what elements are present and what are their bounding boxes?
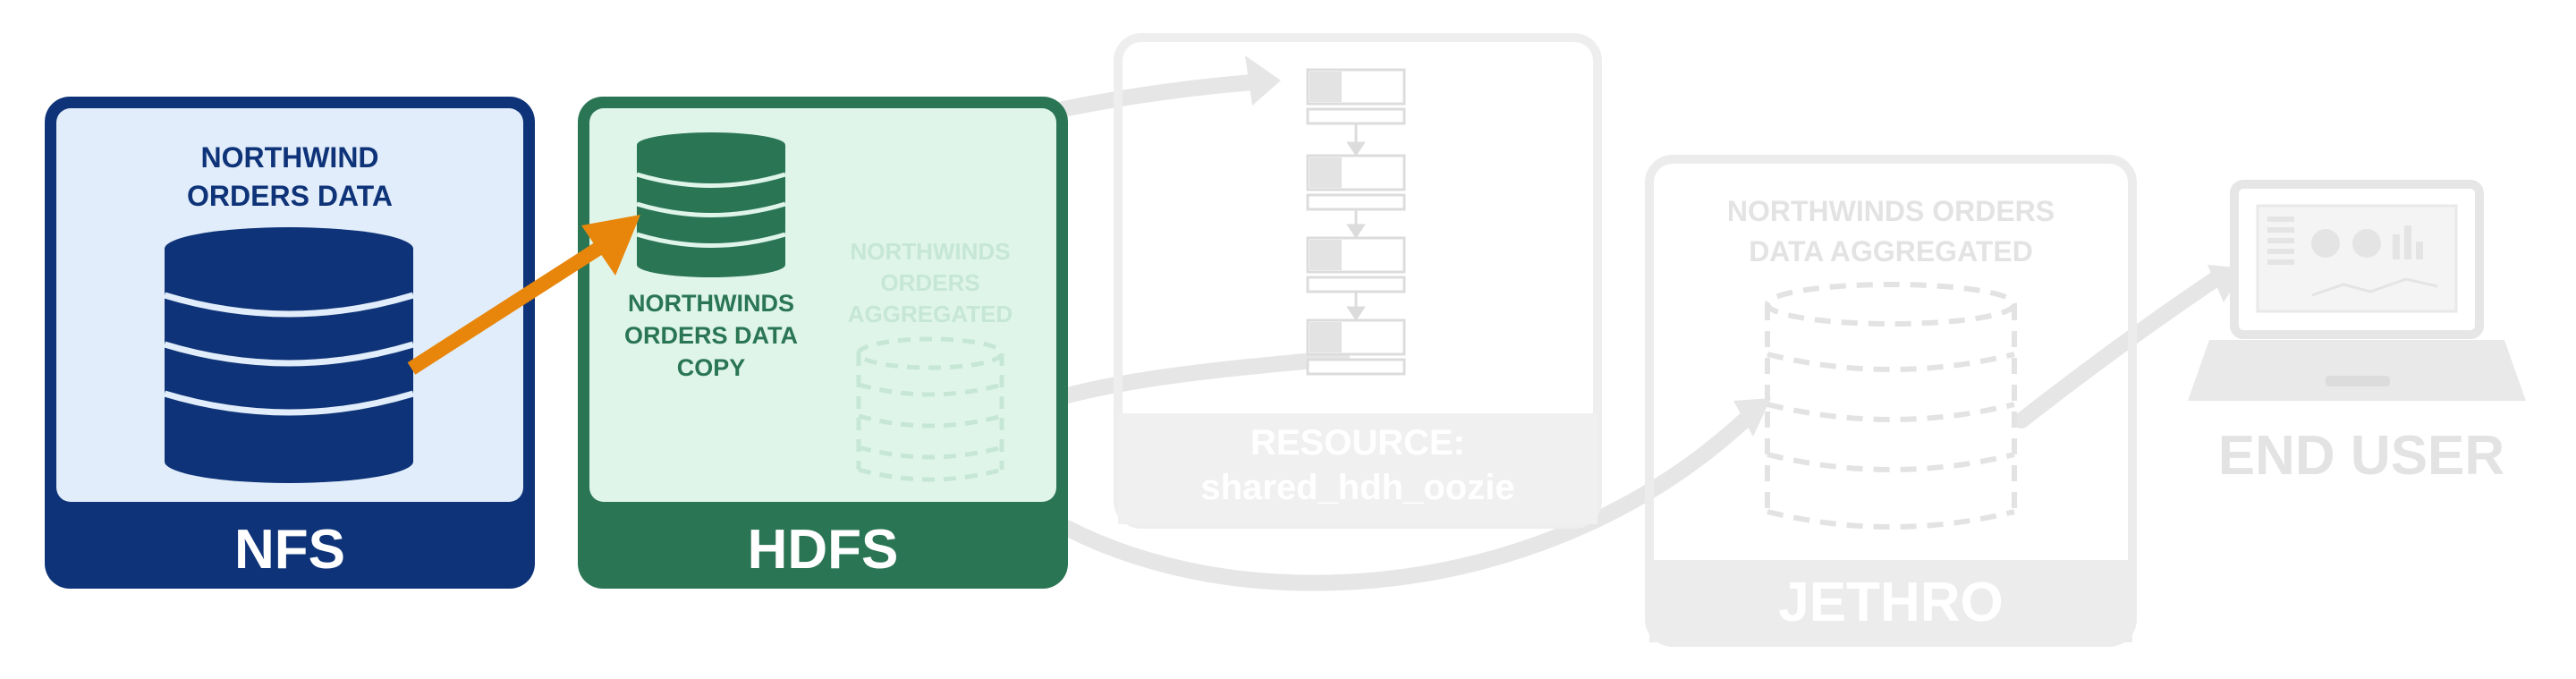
resource-label-line2: shared_hdh_oozie bbox=[1200, 468, 1514, 507]
database-dashed-icon bbox=[856, 336, 1004, 482]
nfs-footer-label: NFS bbox=[234, 519, 345, 581]
jethro-label-line1: NORTHWINDS ORDERS bbox=[1727, 195, 2055, 227]
nfs-title: NORTHWIND bbox=[200, 141, 378, 174]
end-user-label: END USER bbox=[2218, 425, 2504, 487]
database-dashed-icon bbox=[1765, 282, 2017, 530]
hdfs-copy-label-line2: ORDERS DATA bbox=[624, 322, 798, 349]
database-icon bbox=[163, 227, 415, 483]
hdfs-footer-label: HDFS bbox=[748, 519, 899, 581]
hdfs-copy-label-line1: NORTHWINDS bbox=[628, 290, 794, 317]
hdfs-copy-label-line3: COPY bbox=[677, 354, 746, 381]
flow-arrow-hdfs-to-jethro bbox=[985, 412, 1752, 591]
laptop-icon: END USER bbox=[2188, 180, 2526, 487]
database-icon bbox=[636, 132, 786, 277]
jethro-footer-label: JETHRO bbox=[1778, 572, 2003, 633]
hdfs-agg-label-line3: AGGREGATED bbox=[848, 301, 1013, 327]
hdfs-agg-label-line1: NORTHWINDS bbox=[850, 238, 1010, 265]
flow-arrow-oozie-to-hdfs bbox=[1021, 350, 1350, 415]
copy-arrow bbox=[407, 215, 640, 375]
hdfs-agg-label-line2: ORDERS bbox=[880, 269, 979, 296]
oozie-resource-panel: RESOURCE: shared_hdh_oozie bbox=[1114, 33, 1602, 529]
resource-label-line1: RESOURCE: bbox=[1250, 423, 1465, 463]
hdfs-panel: NORTHWINDS ORDERS DATA COPY NORTHWINDS O… bbox=[578, 97, 1068, 589]
jethro-panel: NORTHWINDS ORDERS DATA AGGREGATED JETHRO bbox=[1645, 155, 2137, 647]
jethro-label-line2: DATA AGGREGATED bbox=[1749, 235, 2033, 267]
nfs-title-line2: ORDERS DATA bbox=[187, 180, 393, 212]
nfs-panel: NORTHWIND ORDERS DATA NFS bbox=[45, 97, 535, 589]
